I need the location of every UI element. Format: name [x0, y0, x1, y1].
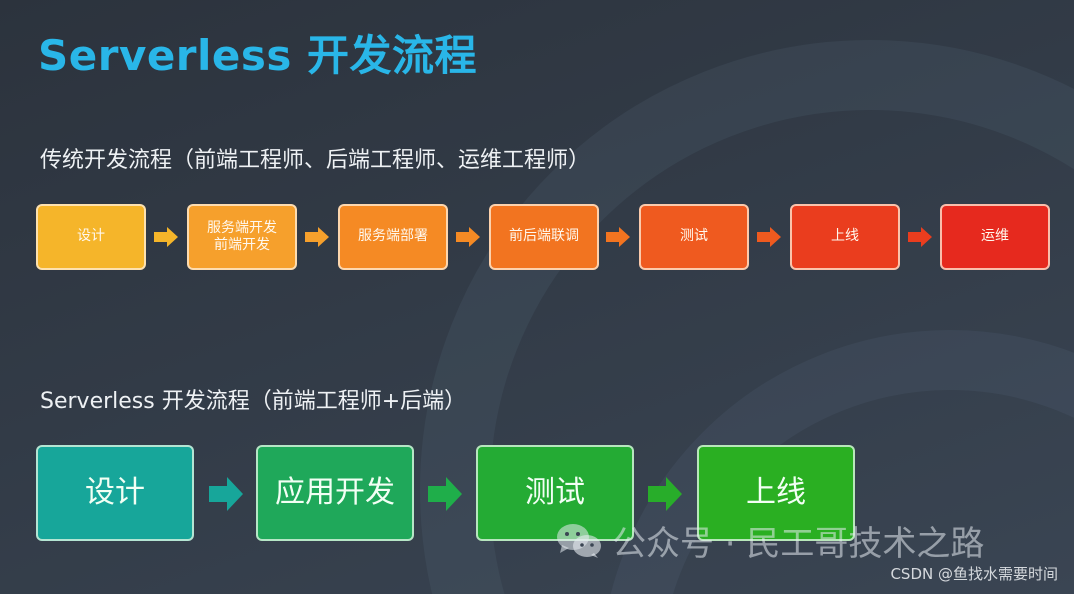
- flow-step-backend-frontend-dev: 服务端开发 前端开发: [187, 204, 297, 270]
- arrow-icon: [154, 227, 178, 247]
- flow-step-design: 设计: [36, 204, 146, 270]
- flow-step-testing: 测试: [639, 204, 749, 270]
- serverless-step-design: 设计: [36, 445, 194, 541]
- arrow-icon: [908, 227, 932, 247]
- flow-step-integration: 前后端联调: [489, 204, 599, 270]
- serverless-step-release: 上线: [697, 445, 855, 541]
- arrow-icon: [428, 477, 462, 511]
- serverless-step-app-dev: 应用开发: [256, 445, 414, 541]
- flow-step-release: 上线: [790, 204, 900, 270]
- flow-step-server-deploy: 服务端部署: [338, 204, 448, 270]
- watermark-text: 公众号 · 民工哥技术之路: [612, 524, 985, 564]
- arrow-icon: [209, 477, 243, 511]
- arrow-icon: [456, 227, 480, 247]
- arrow-icon: [606, 227, 630, 247]
- credit-text: CSDN @鱼找水需要时间: [890, 565, 1058, 583]
- arrow-icon: [305, 227, 329, 247]
- serverless-flow-heading: Serverless 开发流程（前端工程师+后端）: [40, 389, 467, 414]
- arrow-icon: [648, 477, 682, 511]
- wechat-icon: [556, 523, 602, 559]
- arrow-icon: [757, 227, 781, 247]
- slide-title: Serverless 开发流程: [38, 31, 478, 80]
- traditional-flow-heading: 传统开发流程（前端工程师、后端工程师、运维工程师）: [40, 148, 591, 173]
- serverless-step-testing: 测试: [476, 445, 634, 541]
- flow-step-operations: 运维: [940, 204, 1050, 270]
- watermark: 公众号 · 民工哥技术之路: [556, 516, 984, 565]
